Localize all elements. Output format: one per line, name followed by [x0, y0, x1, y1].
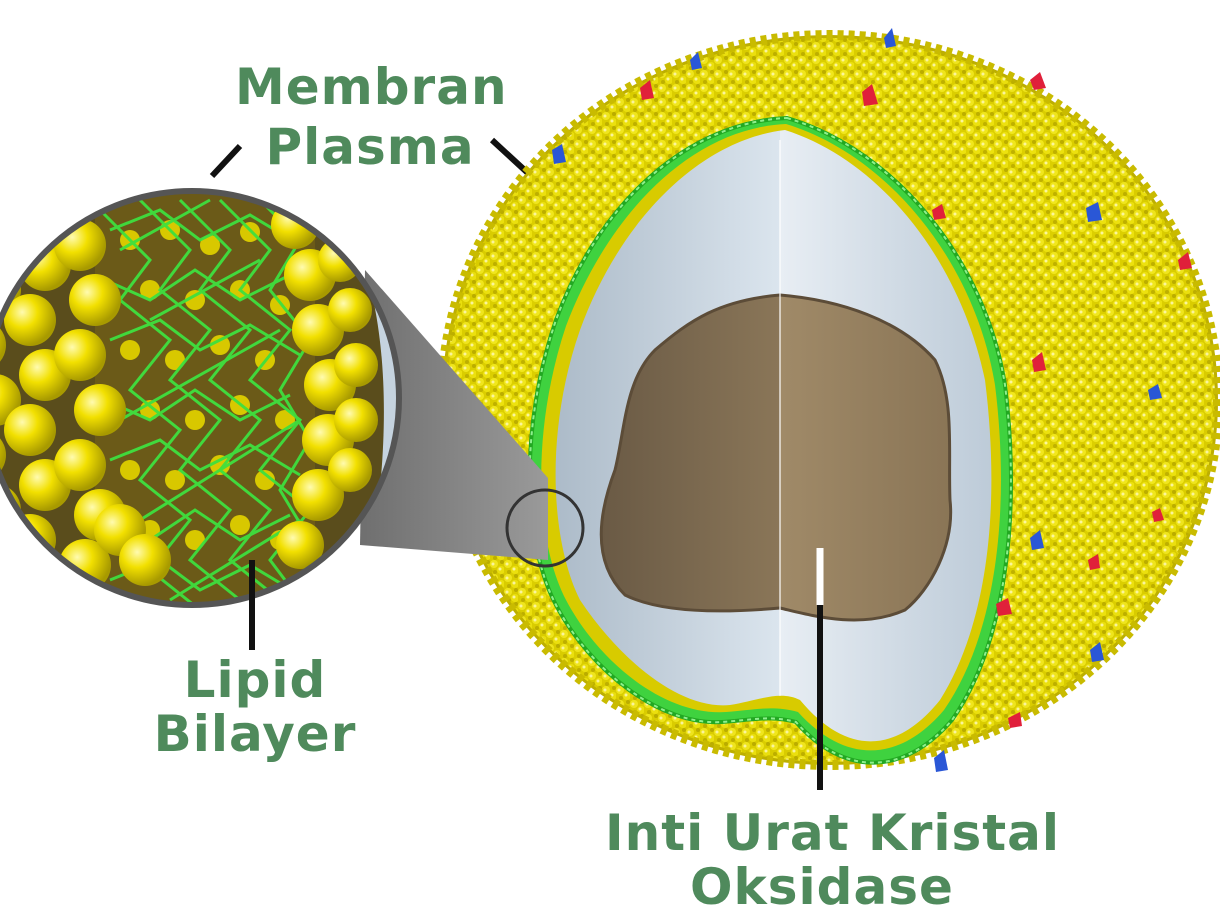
membrane-label-line1: Membran — [235, 58, 508, 116]
lipid-bilayer-zoom — [0, 188, 402, 608]
white-shell — [555, 130, 992, 742]
core-label-line1: Inti Urat Kristal — [605, 804, 1061, 862]
lipid-label-line1: Lipid — [183, 651, 327, 709]
membrane-label-line2: Plasma — [265, 118, 475, 176]
surface-proteins — [552, 28, 1192, 772]
core-label-line2: Oksidase — [690, 858, 954, 916]
lipid-label-line2: Bilayer — [153, 705, 357, 763]
magnifier-connector — [360, 270, 548, 560]
membrane-zoom-leader-line — [209, 143, 243, 179]
crystal-core — [599, 293, 953, 622]
magnified-region-marker — [505, 488, 585, 568]
